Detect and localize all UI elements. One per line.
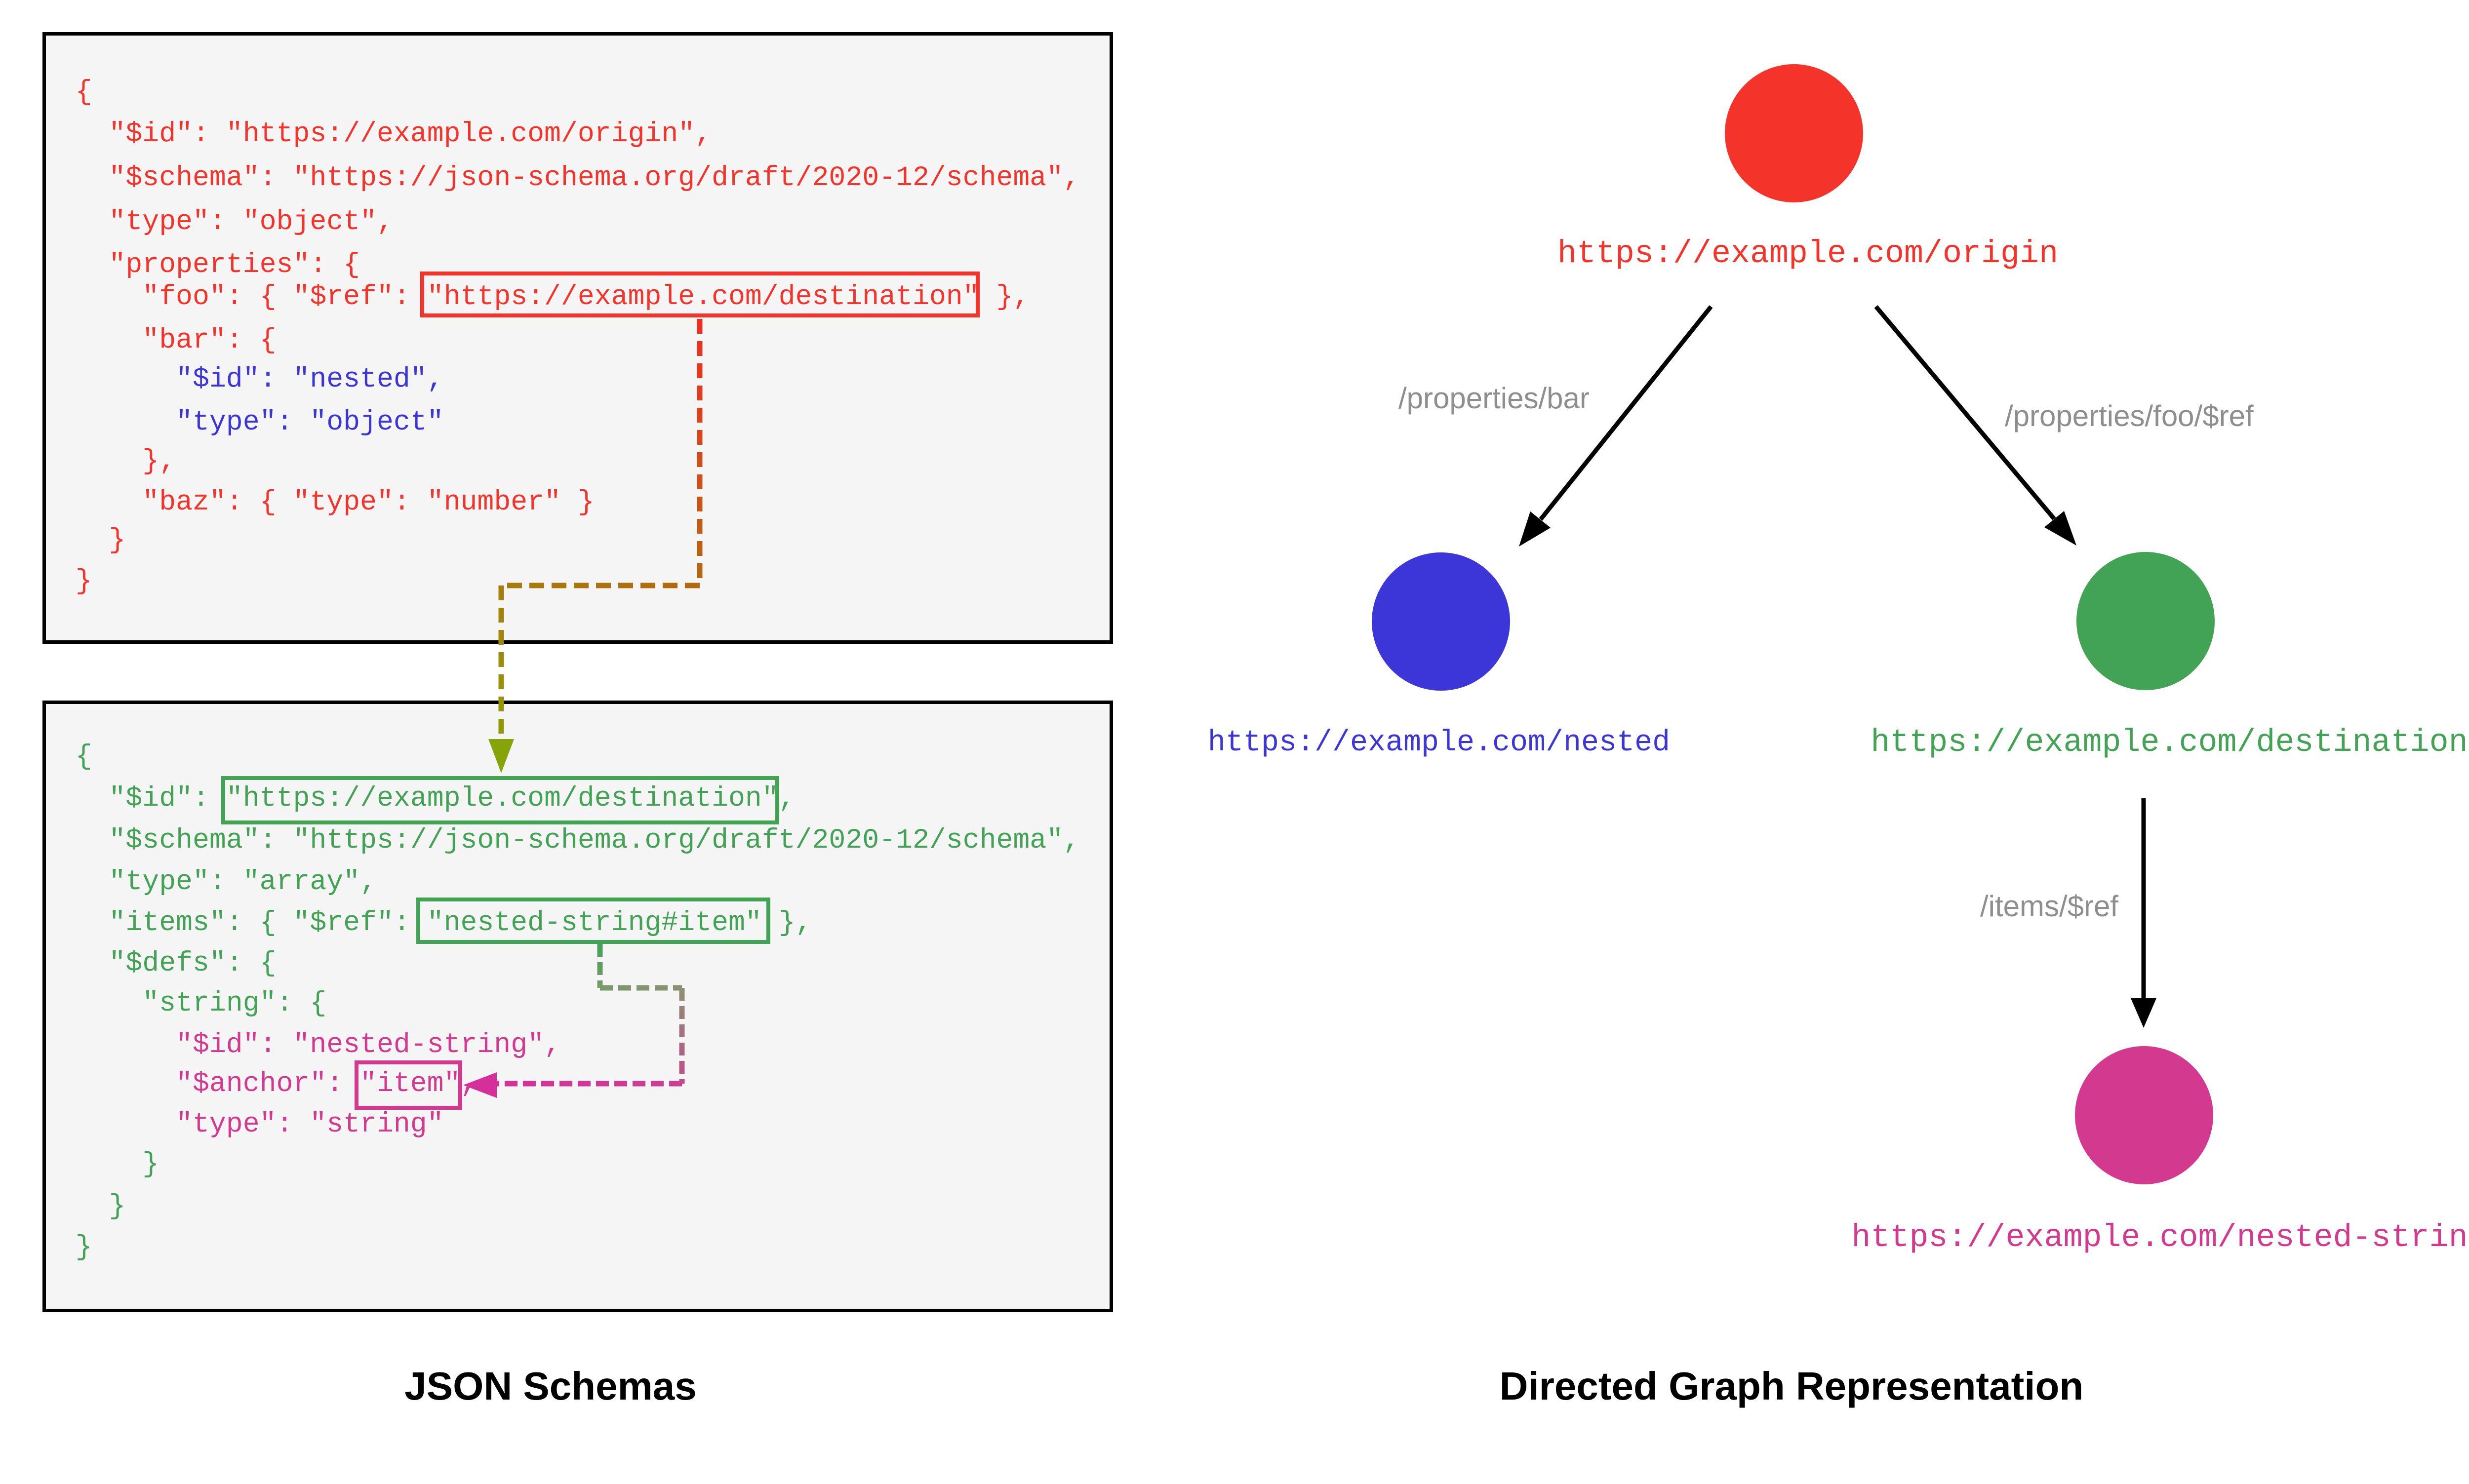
svg-text:"type": "string": "type": "string" xyxy=(176,1108,444,1140)
svg-text:"bar": {: "bar": { xyxy=(142,324,276,356)
svg-text:{: { xyxy=(76,76,92,108)
svg-text:https://example.com/origin: https://example.com/origin xyxy=(1557,235,2058,272)
svg-text:"type": "object": "type": "object" xyxy=(176,406,444,438)
svg-text:"baz": { "type": "number" }: "baz": { "type": "number" } xyxy=(142,486,594,518)
svg-text:},: }, xyxy=(142,445,176,477)
svg-text:"$schema": "https://json-schem: "$schema": "https://json-schema.org/draf… xyxy=(109,824,1080,856)
svg-text:}: } xyxy=(109,1190,126,1222)
svg-text:"$id": "nested",: "$id": "nested", xyxy=(176,363,444,395)
svg-text:"$id": "https://example.com/de: "$id": "https://example.com/destination"… xyxy=(109,782,796,814)
svg-text:"type": "object",: "type": "object", xyxy=(109,206,394,237)
svg-text:"$defs": {: "$defs": { xyxy=(109,947,277,979)
svg-text:"foo": { "$ref": "https://exam: "foo": { "$ref": "https://example.com/de… xyxy=(142,281,1030,312)
svg-text:JSON Schemas: JSON Schemas xyxy=(404,1364,696,1408)
svg-text:"$schema": "https://json-schem: "$schema": "https://json-schema.org/draf… xyxy=(109,162,1080,194)
svg-text:"items": { "$ref": "nested-str: "items": { "$ref": "nested-string#item" … xyxy=(109,907,812,938)
svg-text:}: } xyxy=(76,565,92,597)
svg-text:"type": "array",: "type": "array", xyxy=(109,866,377,898)
svg-text:"properties": {: "properties": { xyxy=(109,249,360,280)
svg-text:https://example.com/destinatio: https://example.com/destination xyxy=(1871,724,2468,761)
svg-text:"$id": "nested-string",: "$id": "nested-string", xyxy=(176,1029,561,1060)
svg-text:https://example.com/nested: https://example.com/nested xyxy=(1208,726,1670,760)
svg-text:}: } xyxy=(109,524,126,556)
svg-text:{: { xyxy=(76,741,92,772)
svg-text:/properties/foo/$ref: /properties/foo/$ref xyxy=(2005,399,2254,432)
svg-text:/items/$ref: /items/$ref xyxy=(1980,890,2118,923)
svg-text:https://example.com/nested-str: https://example.com/nested-string xyxy=(1851,1219,2469,1256)
svg-text:"$id": "https://example.com/or: "$id": "https://example.com/origin", xyxy=(109,118,712,150)
svg-text:"string": {: "string": { xyxy=(142,987,326,1019)
svg-text:Directed Graph Representation: Directed Graph Representation xyxy=(1500,1364,2084,1408)
svg-text:"$anchor": "item",: "$anchor": "item", xyxy=(176,1068,477,1099)
svg-text:}: } xyxy=(76,1231,92,1263)
svg-text:/properties/bar: /properties/bar xyxy=(1398,382,1590,415)
svg-text:}: } xyxy=(142,1148,159,1180)
